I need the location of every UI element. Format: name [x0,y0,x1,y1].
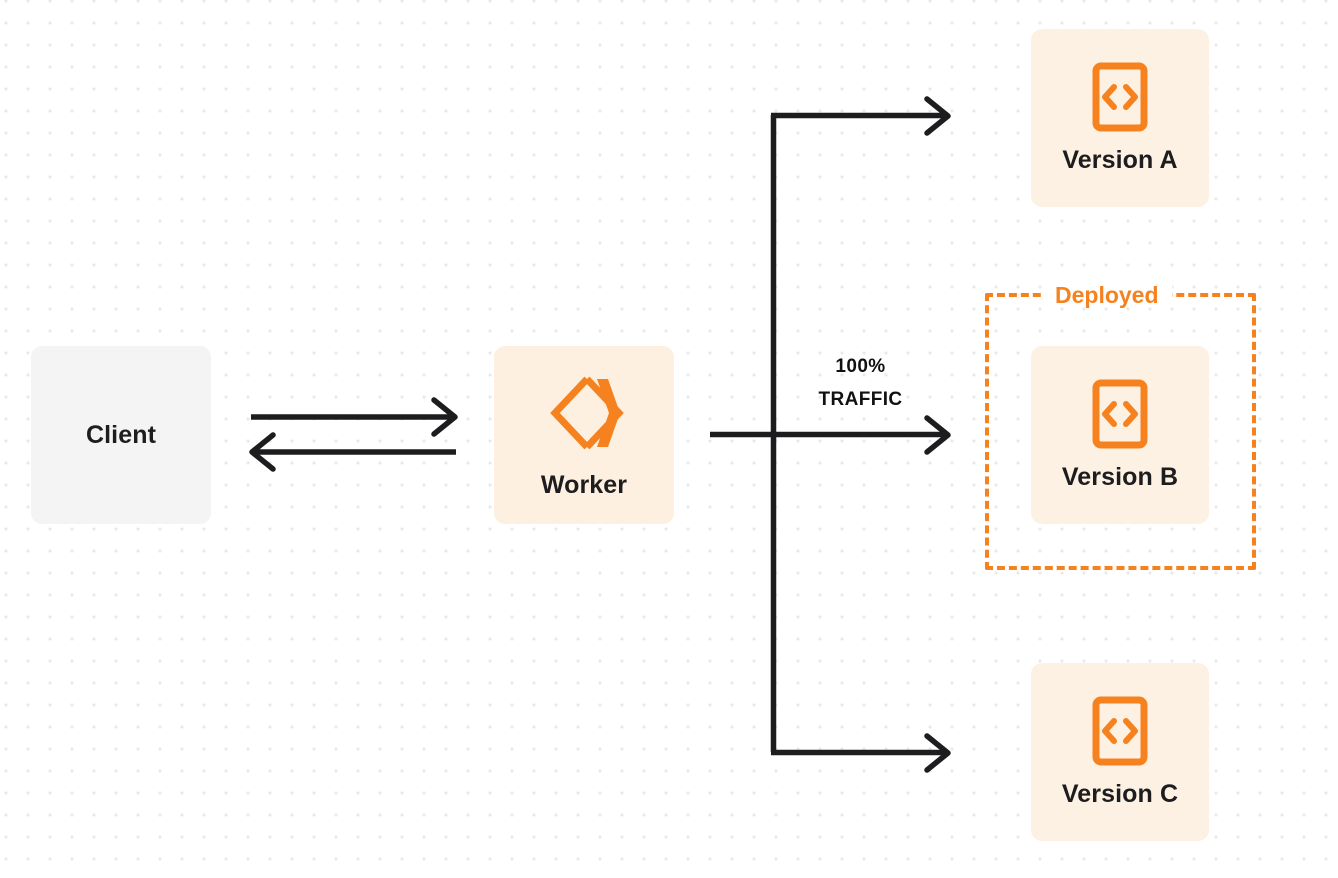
edge-branch-version-a [771,96,951,136]
cloudflare-workers-logo-icon [542,371,626,455]
node-version-b[interactable]: Version B [1031,346,1209,524]
traffic-label: 100% TRAFFIC [783,350,938,416]
node-client[interactable]: Client [31,346,211,524]
node-worker-label: Worker [540,470,628,499]
edge-branch-version-c [771,733,951,773]
deployed-group-label: Deployed [1042,283,1172,307]
edge-client-to-worker [251,397,458,437]
code-brackets-icon [1092,696,1148,766]
edge-branch-version-b [710,415,951,455]
node-client-label: Client [85,420,157,449]
traffic-percent: 100% [835,356,886,377]
node-version-c-label: Version C [1061,779,1179,808]
node-version-a[interactable]: Version A [1031,29,1209,207]
node-worker[interactable]: Worker [494,346,674,524]
node-version-b-label: Version B [1061,462,1179,491]
node-version-c[interactable]: Version C [1031,663,1209,841]
code-brackets-icon [1092,379,1148,449]
traffic-word: TRAFFIC [818,389,903,410]
edge-worker-to-client [249,432,456,472]
code-brackets-icon [1092,62,1148,132]
node-version-a-label: Version A [1062,145,1178,174]
